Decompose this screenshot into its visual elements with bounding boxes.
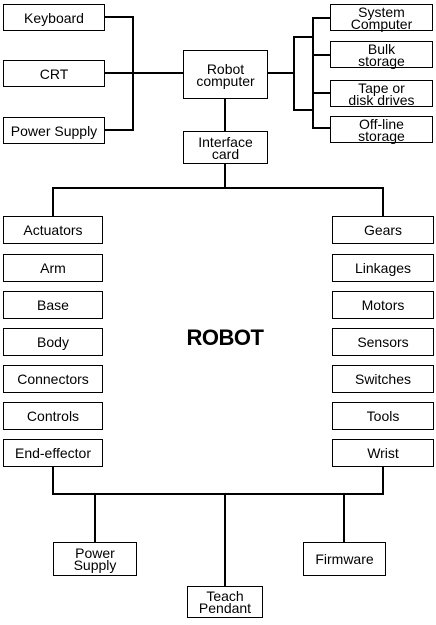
offline-storage-box: Off-line storage (330, 116, 433, 143)
motors-box: Motors (332, 291, 434, 319)
firmware-box: Firmware (303, 542, 386, 576)
teach-pendant-box: Teach Pendant (187, 586, 263, 618)
sensors-box: Sensors (332, 328, 434, 356)
tools-box: Tools (332, 402, 434, 430)
wrist-box: Wrist (332, 439, 434, 467)
tape-disk-drives-box: Tape or disk drives (330, 80, 433, 107)
bulk-storage-box: Bulk storage (330, 41, 433, 68)
crt-box: CRT (3, 60, 105, 87)
gears-box: Gears (332, 216, 434, 244)
base-box: Base (3, 291, 103, 319)
arm-box: Arm (3, 254, 103, 282)
linkages-box: Linkages (332, 254, 434, 282)
power-supply-bottom-box: Power Supply (53, 542, 137, 576)
robot-computer-box: Robot computer (183, 50, 268, 99)
end-effector-box: End-effector (3, 439, 103, 467)
keyboard-box: Keyboard (3, 4, 105, 31)
connectors-box: Connectors (3, 365, 103, 393)
body-box: Body (3, 328, 103, 356)
robot-title: ROBOT (186, 325, 264, 350)
system-computer-box: System Computer (330, 4, 433, 31)
interface-card-box: Interface card (183, 131, 268, 164)
controls-box: Controls (3, 402, 103, 430)
switches-box: Switches (332, 365, 434, 393)
actuators-box: Actuators (3, 216, 103, 244)
power-supply-input-box: Power Supply (3, 117, 105, 144)
